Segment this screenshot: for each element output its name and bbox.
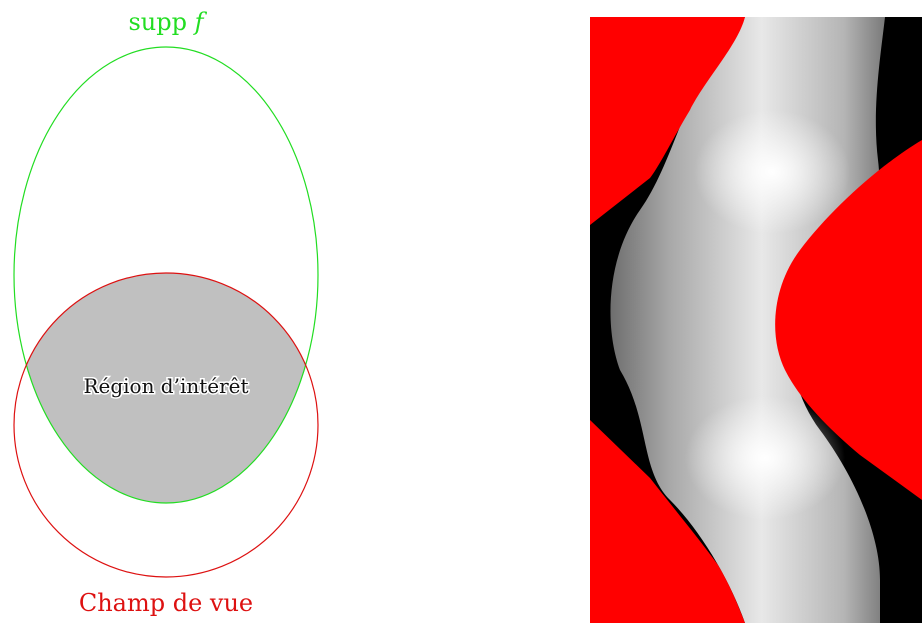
highlight-upper [694, 110, 850, 234]
region-of-interest-shape [14, 273, 318, 577]
region-of-interest-label: Région d’intérêt [83, 374, 248, 398]
field-of-view-label: Champ de vue [79, 589, 253, 617]
support-label: supp f [128, 8, 207, 36]
reconstruction-image [590, 17, 922, 623]
support-fov-diagram: supp f Région d’intérêt Champ de vue [14, 8, 318, 617]
